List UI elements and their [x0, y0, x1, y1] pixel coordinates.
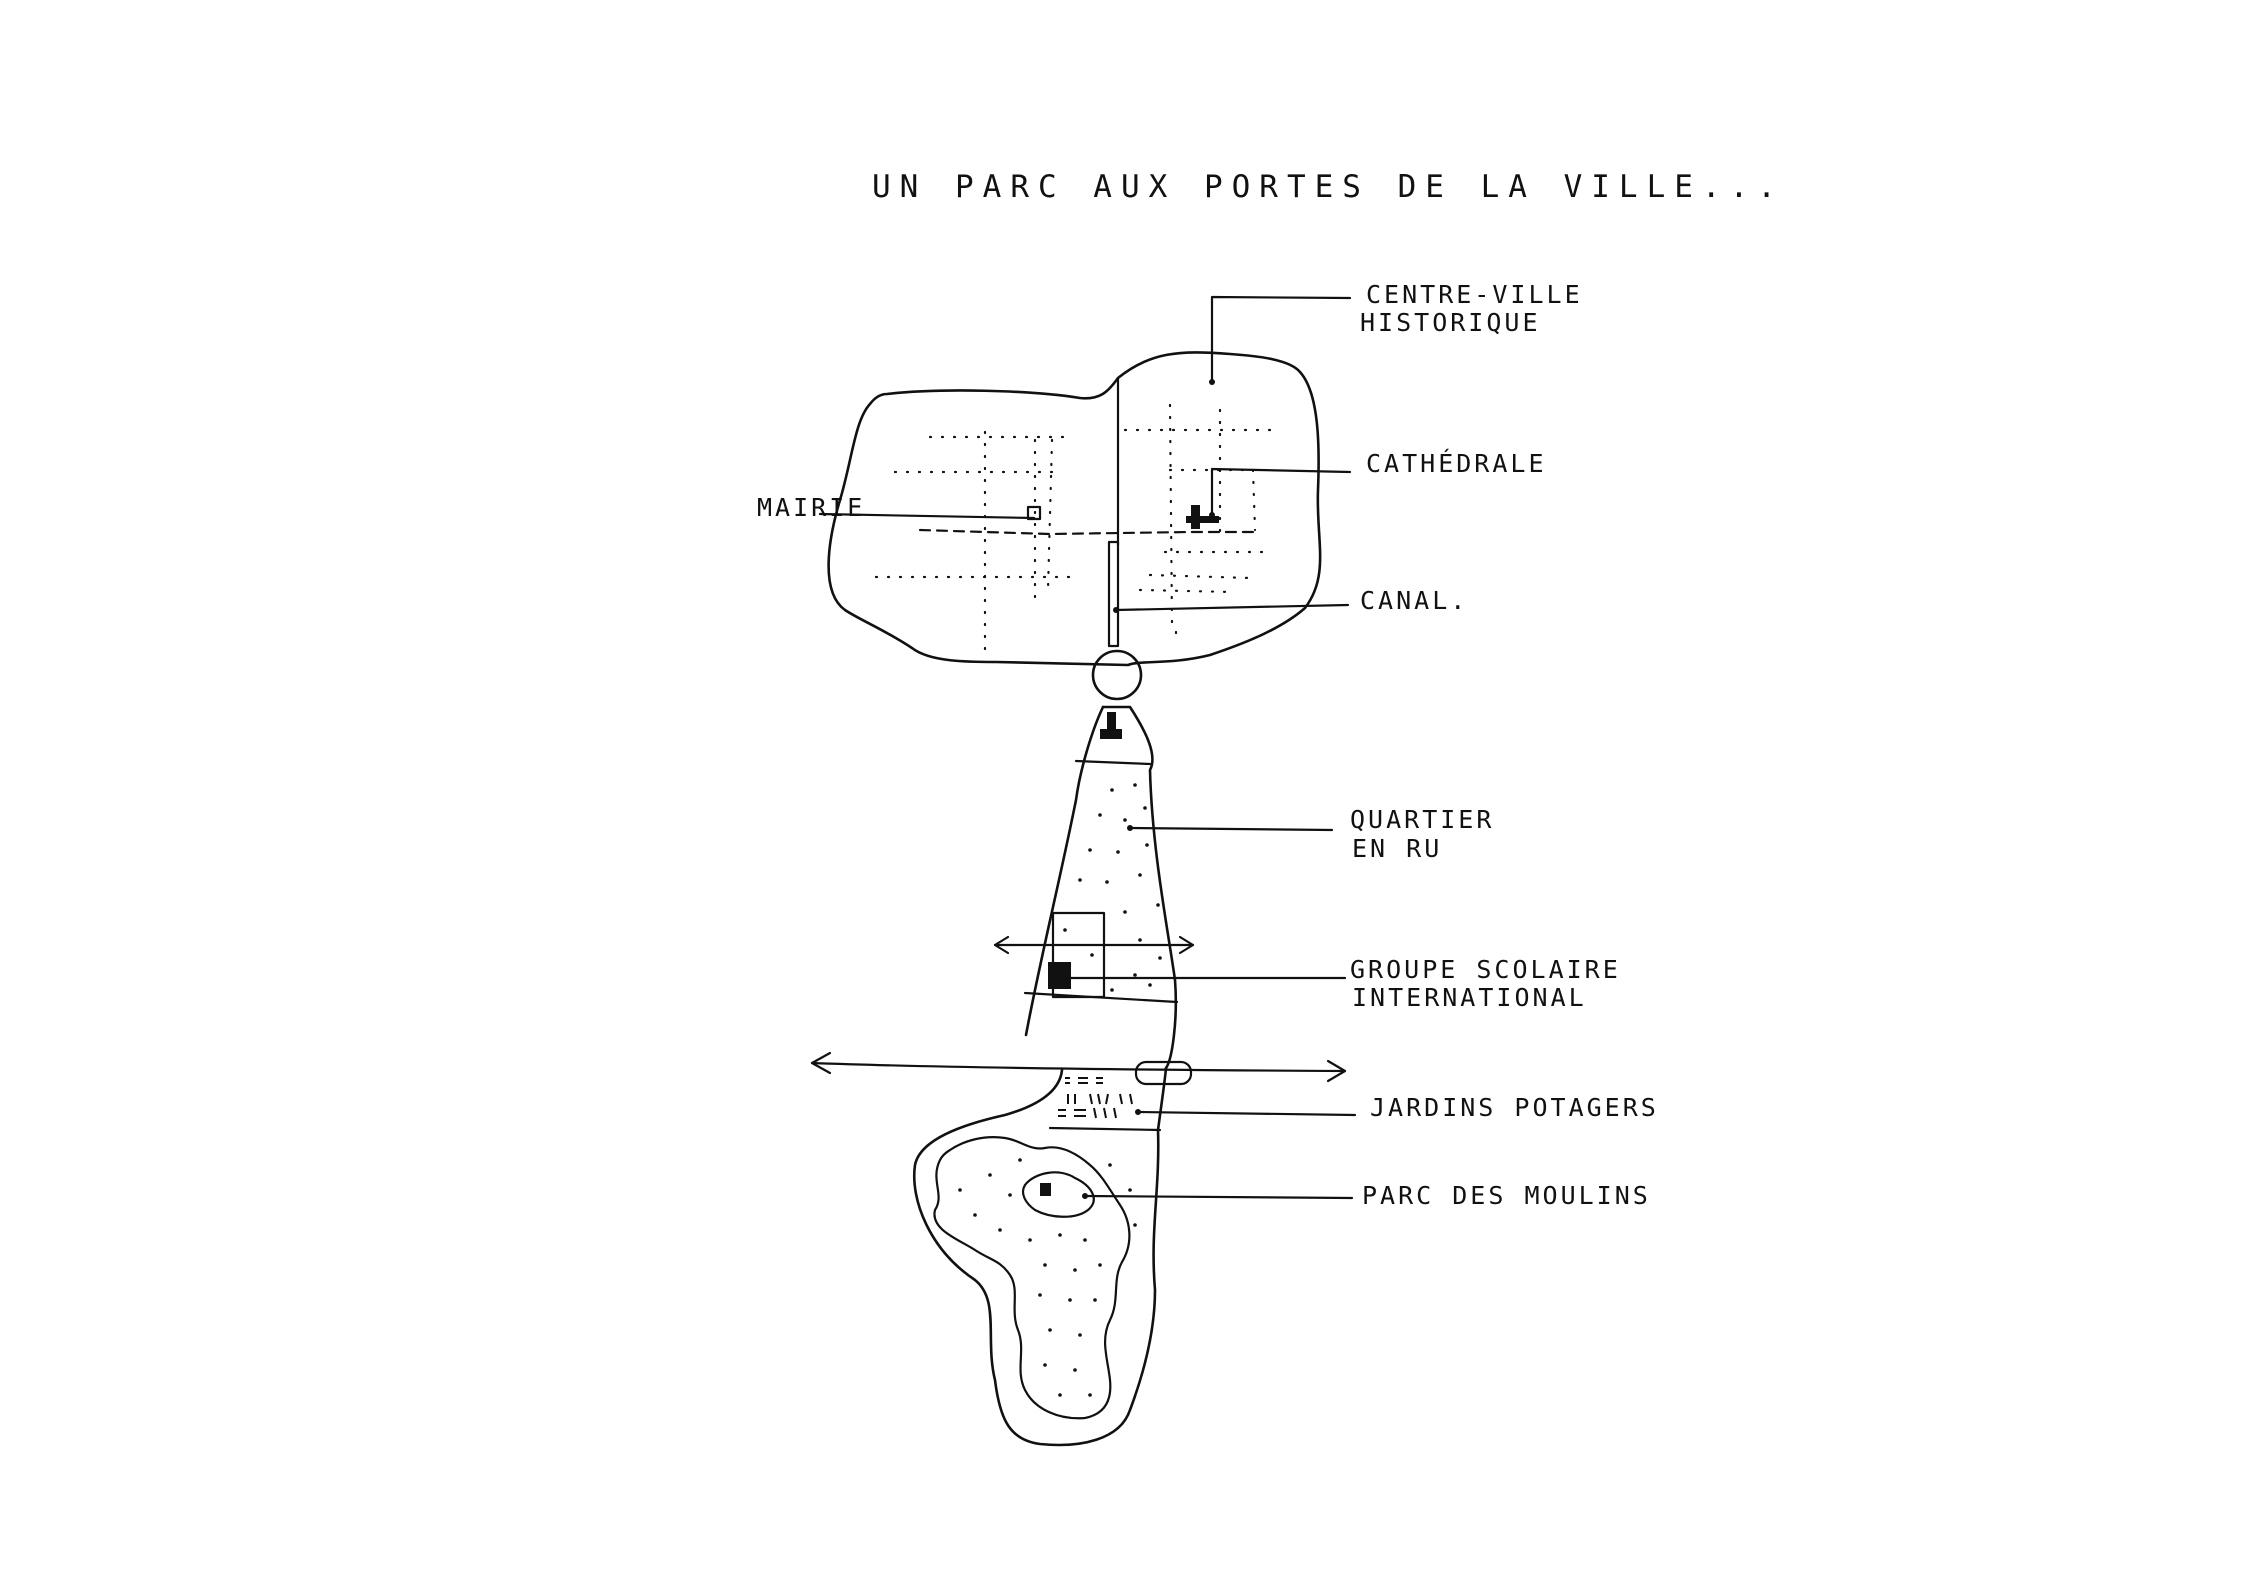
clearing-outline — [1021, 1171, 1095, 1218]
quartier-dots — [1063, 783, 1162, 992]
woodland-outline — [933, 1136, 1131, 1420]
city-outline — [827, 351, 1322, 667]
label-jardins: JARDINS POTAGERS — [1370, 1093, 1659, 1122]
label-quartier-2: EN RU — [1352, 834, 1442, 863]
leader-cathedrale — [1210, 467, 1352, 517]
quartier-outline — [1101, 705, 1178, 1070]
leader-parc — [1083, 1194, 1354, 1200]
parc-des-moulins — [912, 1066, 1168, 1447]
park-dots — [958, 1158, 1137, 1397]
leader-canal — [1114, 603, 1350, 612]
garden-hatching — [1058, 1077, 1133, 1119]
diagram-title: UN PARC AUX PORTES DE LA VILLE... — [872, 169, 1785, 205]
roundabout-circle — [1091, 649, 1143, 701]
school-arrow — [993, 935, 1195, 955]
dashed-axis-line — [918, 528, 1257, 536]
label-canal: CANAL. — [1360, 586, 1468, 615]
gardens-south-edge — [1048, 1126, 1162, 1132]
city-center — [827, 351, 1322, 701]
park-outline — [912, 1066, 1168, 1447]
label-mairie: MAIRIE — [757, 493, 865, 522]
tower-block — [1100, 712, 1122, 739]
leader-jardins — [1136, 1110, 1357, 1117]
dotted-street-grid — [874, 403, 1280, 652]
canal-shape — [1107, 540, 1120, 648]
quartier-west-edge — [1024, 705, 1105, 1037]
labels: CENTRE-VILLE HISTORIQUE CATHÉDRALE MAIRI… — [757, 280, 1659, 1210]
label-cathedrale: CATHÉDRALE — [1366, 449, 1547, 478]
leader-centre-ville — [1210, 295, 1352, 384]
label-parc: PARC DES MOULINS — [1362, 1181, 1651, 1210]
label-centre-ville-1: CENTRE-VILLE — [1366, 280, 1583, 309]
leader-mairie — [818, 512, 1036, 520]
school-south-line — [1023, 991, 1179, 1004]
leader-quartier — [1128, 826, 1334, 832]
label-centre-ville-2: HISTORIQUE — [1360, 308, 1541, 337]
mill-building — [1040, 1183, 1051, 1196]
quartier-cross-line — [1074, 759, 1152, 766]
road-arrow — [810, 1051, 1347, 1086]
leader-lines — [818, 295, 1357, 1200]
cathedral-icon — [1186, 505, 1219, 529]
label-quartier-1: QUARTIER — [1350, 805, 1494, 834]
label-groupe-2: INTERNATIONAL — [1352, 983, 1587, 1012]
quartier-en-ru — [993, 705, 1195, 1070]
label-groupe-1: GROUPE SCOLAIRE — [1350, 955, 1621, 984]
